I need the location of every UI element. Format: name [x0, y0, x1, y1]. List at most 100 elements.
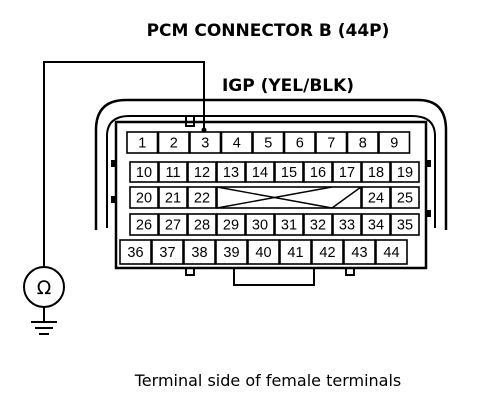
housing-outer-hood: [94, 98, 448, 230]
terminal-label-1: 1: [138, 136, 146, 152]
terminal-label-31: 31: [281, 218, 297, 234]
terminal-label-42: 42: [319, 245, 335, 261]
terminal-label-32: 32: [310, 218, 326, 234]
terminal-cell-28: [187, 213, 217, 236]
terminal-label-9: 9: [390, 136, 398, 152]
terminal-label-15: 15: [281, 165, 297, 181]
housing-latch-left-2: [111, 196, 116, 203]
terminal-cell-19: [390, 161, 420, 183]
terminal-label-21: 21: [165, 191, 181, 207]
terminal-label-10: 10: [136, 165, 152, 181]
connector-housing: [94, 98, 448, 286]
terminal-cell-35: [390, 213, 420, 236]
terminal-cell-31: [274, 213, 304, 236]
terminal-cell-25: [390, 186, 420, 209]
terminal-label-5: 5: [264, 136, 272, 152]
terminal-cell-8: [346, 131, 379, 154]
terminal-label-33: 33: [339, 218, 355, 234]
terminal-cell-13: [216, 161, 246, 183]
terminal-label-34: 34: [368, 218, 384, 234]
terminal-cell-33: [332, 213, 362, 236]
housing-inner-hood: [106, 115, 436, 228]
terminal-label-39: 39: [223, 245, 239, 261]
terminal-cell-30: [245, 213, 275, 236]
terminal-label-40: 40: [255, 245, 271, 261]
terminal-label-30: 30: [252, 218, 268, 234]
terminal-cell-9: [378, 131, 411, 154]
housing-latch-left-1: [111, 160, 116, 167]
terminal-label-37: 37: [159, 245, 175, 261]
housing-body: [114, 120, 428, 270]
terminal-cell-27: [158, 213, 188, 236]
probe-wire: [43, 61, 205, 266]
terminal-cell-43: [343, 239, 376, 265]
wire-label: IGP (YEL/BLK): [222, 76, 354, 96]
terminal-label-44: 44: [383, 245, 399, 261]
terminal-label-27: 27: [165, 218, 181, 234]
blank-cross-line-3: [331, 186, 362, 209]
terminal-cell-10: [129, 161, 159, 183]
terminal-label-18: 18: [368, 165, 384, 181]
terminal-label-7: 7: [327, 136, 335, 152]
terminal-cell-44: [375, 239, 408, 265]
terminal-cell-26: [129, 213, 159, 236]
terminal-label-41: 41: [287, 245, 303, 261]
terminal-cell-21: [158, 186, 188, 209]
terminal-label-6: 6: [296, 136, 304, 152]
terminal-label-19: 19: [397, 165, 413, 181]
terminal-label-17: 17: [339, 165, 355, 181]
probe-tip: [201, 127, 207, 133]
terminal-cell-32: [303, 213, 333, 236]
terminal-cell-42: [311, 239, 344, 265]
terminal-cell-17: [332, 161, 362, 183]
blank-terminal-area: [216, 186, 362, 209]
housing-key-bottom-right: [345, 267, 355, 276]
terminal-label-29: 29: [223, 218, 239, 234]
terminal-label-4: 4: [233, 136, 241, 152]
terminal-label-35: 35: [397, 218, 413, 234]
housing-key-top: [185, 115, 195, 127]
terminal-cell-41: [279, 239, 312, 265]
terminal-cell-4: [220, 131, 253, 154]
terminal-label-24: 24: [368, 191, 384, 207]
terminal-label-16: 16: [310, 165, 326, 181]
terminal-cell-39: [215, 239, 248, 265]
terminal-label-25: 25: [397, 191, 413, 207]
terminal-cell-16: [303, 161, 333, 183]
housing-key-bottom-left: [185, 267, 195, 276]
terminal-label-22: 22: [194, 191, 210, 207]
terminal-cell-37: [151, 239, 184, 265]
terminal-cell-40: [247, 239, 280, 265]
ohmmeter-circuit: Ω: [23, 61, 207, 335]
terminal-label-20: 20: [136, 191, 152, 207]
terminal-cell-38: [183, 239, 216, 265]
terminal-label-11: 11: [165, 165, 180, 181]
terminal-cell-24: [361, 186, 391, 209]
terminal-cell-6: [283, 131, 316, 154]
terminal-cell-18: [361, 161, 391, 183]
terminal-cell-2: [157, 131, 190, 154]
terminal-cell-20: [129, 186, 159, 209]
terminal-label-28: 28: [194, 218, 210, 234]
terminal-label-36: 36: [127, 245, 143, 261]
terminal-label-8: 8: [359, 136, 367, 152]
housing-latch-right-1: [426, 160, 431, 167]
housing-latch-right-2: [426, 210, 431, 217]
terminal-label-2: 2: [170, 136, 178, 152]
terminal-cell-14: [245, 161, 275, 183]
blank-cross-line-2: [216, 186, 333, 209]
terminal-label-13: 13: [223, 165, 239, 181]
caption: Terminal side of female terminals: [134, 371, 402, 390]
terminal-cell-22: [187, 186, 217, 209]
terminal-label-14: 14: [252, 165, 268, 181]
terminal-cell-12: [187, 161, 217, 183]
terminal-label-26: 26: [136, 218, 152, 234]
terminal-label-43: 43: [351, 245, 367, 261]
terminal-cell-5: [252, 131, 285, 154]
terminal-label-3: 3: [201, 136, 209, 152]
terminal-cell-7: [315, 131, 348, 154]
terminal-cell-1: [126, 131, 159, 154]
